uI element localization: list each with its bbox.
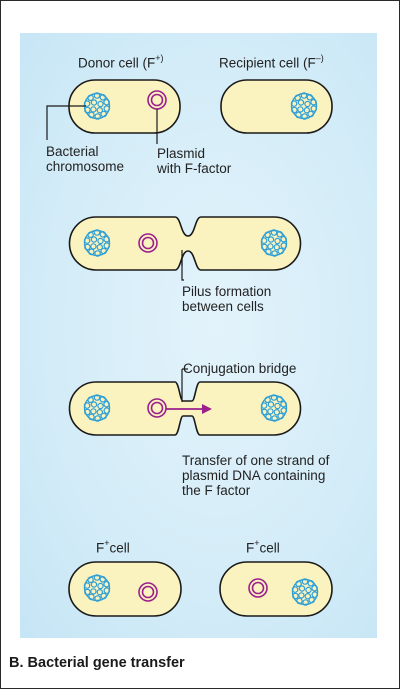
- diagram-panel: [20, 33, 377, 638]
- plasmid-icon: [138, 233, 158, 253]
- plasmid-icon: [138, 582, 158, 602]
- pilus-label: Pilus formation between cells: [182, 284, 272, 314]
- bacterial-chromosome-label: Bacterial chromosome: [46, 144, 125, 174]
- f-plus-cell-label-right: F+cell: [246, 538, 280, 556]
- f-plus-cell-right: [219, 561, 333, 617]
- plasmid-icon: [147, 90, 167, 110]
- pilus-cells: [68, 216, 302, 281]
- f-plus-cell-label-left: F+cell: [96, 538, 130, 556]
- arrow-head-icon: [202, 404, 212, 414]
- conjugation-cells: [68, 368, 302, 436]
- plasmid-icon: [147, 398, 167, 418]
- leader-lines-row1: [46, 105, 158, 144]
- recipient-cell: [220, 79, 333, 134]
- recipient-cell-label: Recipient cell (F–): [219, 53, 324, 71]
- figure-caption: B. Bacterial gene transfer: [9, 655, 185, 671]
- plasmid-icon: [248, 578, 268, 598]
- f-plus-cell-left: [68, 561, 182, 617]
- plasmid-label: Plasmid with F-factor: [157, 146, 232, 176]
- donor-cell-label: Donor cell (F+): [78, 53, 164, 71]
- conjugation-bridge-label: Conjugation bridge: [183, 361, 297, 376]
- transfer-label: Transfer of one strand of plasmid DNA co…: [182, 453, 330, 498]
